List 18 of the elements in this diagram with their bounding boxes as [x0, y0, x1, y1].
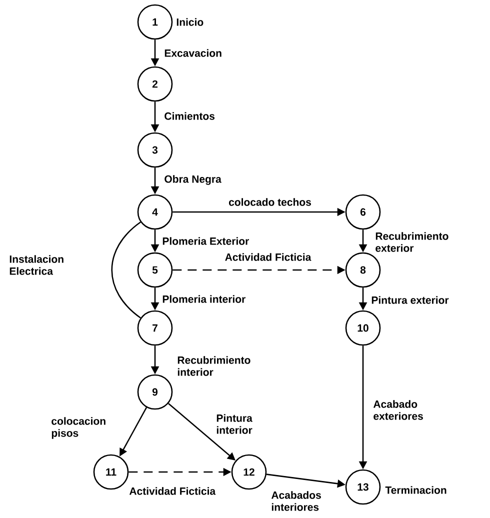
- edge-label: colocado techos: [228, 198, 311, 206]
- edge-label: Excavacion: [164, 49, 222, 57]
- edge-label: Obra Negra: [164, 175, 222, 185]
- edge-label: Pintura interior: [216, 414, 252, 434]
- edge-label: Instalacion Electrica: [10, 255, 64, 275]
- edge-label: Recubrimiento interior: [178, 356, 250, 376]
- edge-label: Acabado exteriores: [373, 400, 423, 420]
- edge-label: Acabados interiores: [271, 491, 321, 511]
- node-caption: Terminacion: [385, 486, 446, 494]
- edge-label: Plomeria Exterior: [162, 237, 249, 245]
- edge-label: Actividad Ficticia: [225, 253, 312, 261]
- node-caption: Inicio: [176, 18, 204, 26]
- edge-label: Cimientos: [164, 112, 215, 120]
- edge-label: Pintura exterior: [372, 296, 449, 304]
- edge-label: Plomeria interior: [162, 295, 246, 303]
- edge-label: Recubrimiento exterior: [376, 232, 448, 252]
- edge-label: colocacion pisos: [52, 417, 106, 439]
- edge-label: Actividad Ficticia: [129, 487, 216, 495]
